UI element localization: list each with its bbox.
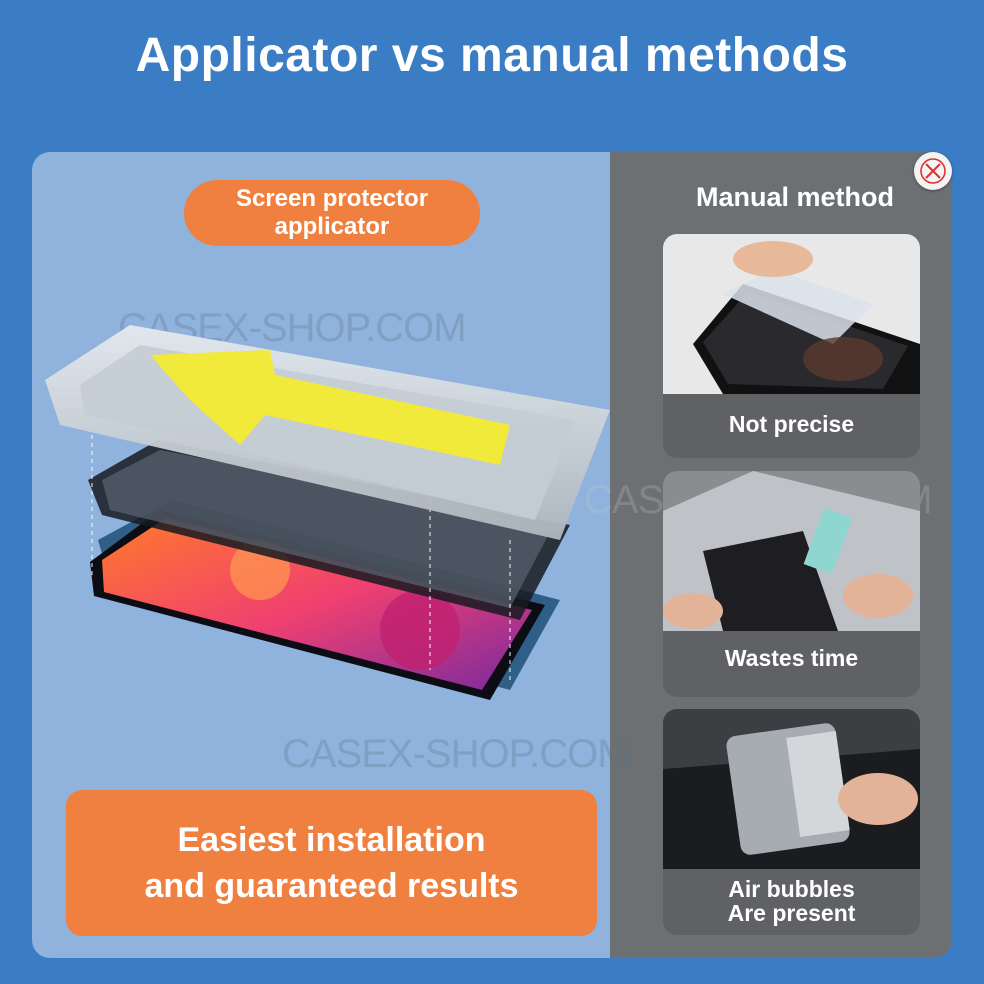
applicator-illustration [45,325,610,700]
x-mark-icon [920,158,946,184]
manual-card-air-bubbles: Air bubbles Are present [663,709,920,935]
applicator-frame-illustration [45,325,610,540]
applicator-badge-line1: Screen protector [235,185,429,212]
result-callout: Easiest installation and guaranteed resu… [66,790,597,936]
manual-method-heading: Manual method [695,182,894,212]
manual-card-not-precise: Not precise [663,234,920,458]
manual-card-label: Air bubbles [728,876,855,902]
manual-card-label: Wastes time [724,645,859,671]
glass-protector-illustration [88,440,570,620]
watermark-bottom: CASEX-SHOP.COM [282,732,631,776]
photo-air-bubbles [663,709,920,869]
manual-card-label: Not precise [728,411,855,437]
applicator-badge: Screen protector applicator [184,180,480,246]
photo-cleaning-screen [663,471,920,631]
close-icon [914,152,952,190]
photo-peeling-film [663,234,920,394]
manual-card-label-line2: Are present [727,900,856,926]
result-line2: and guaranteed results [144,867,519,905]
manual-card-wastes-time: Wastes time [663,471,920,697]
page-title: Applicator vs manual methods [135,29,849,82]
result-line1: Easiest installation [177,821,486,859]
applicator-badge-line2: applicator [274,213,390,240]
